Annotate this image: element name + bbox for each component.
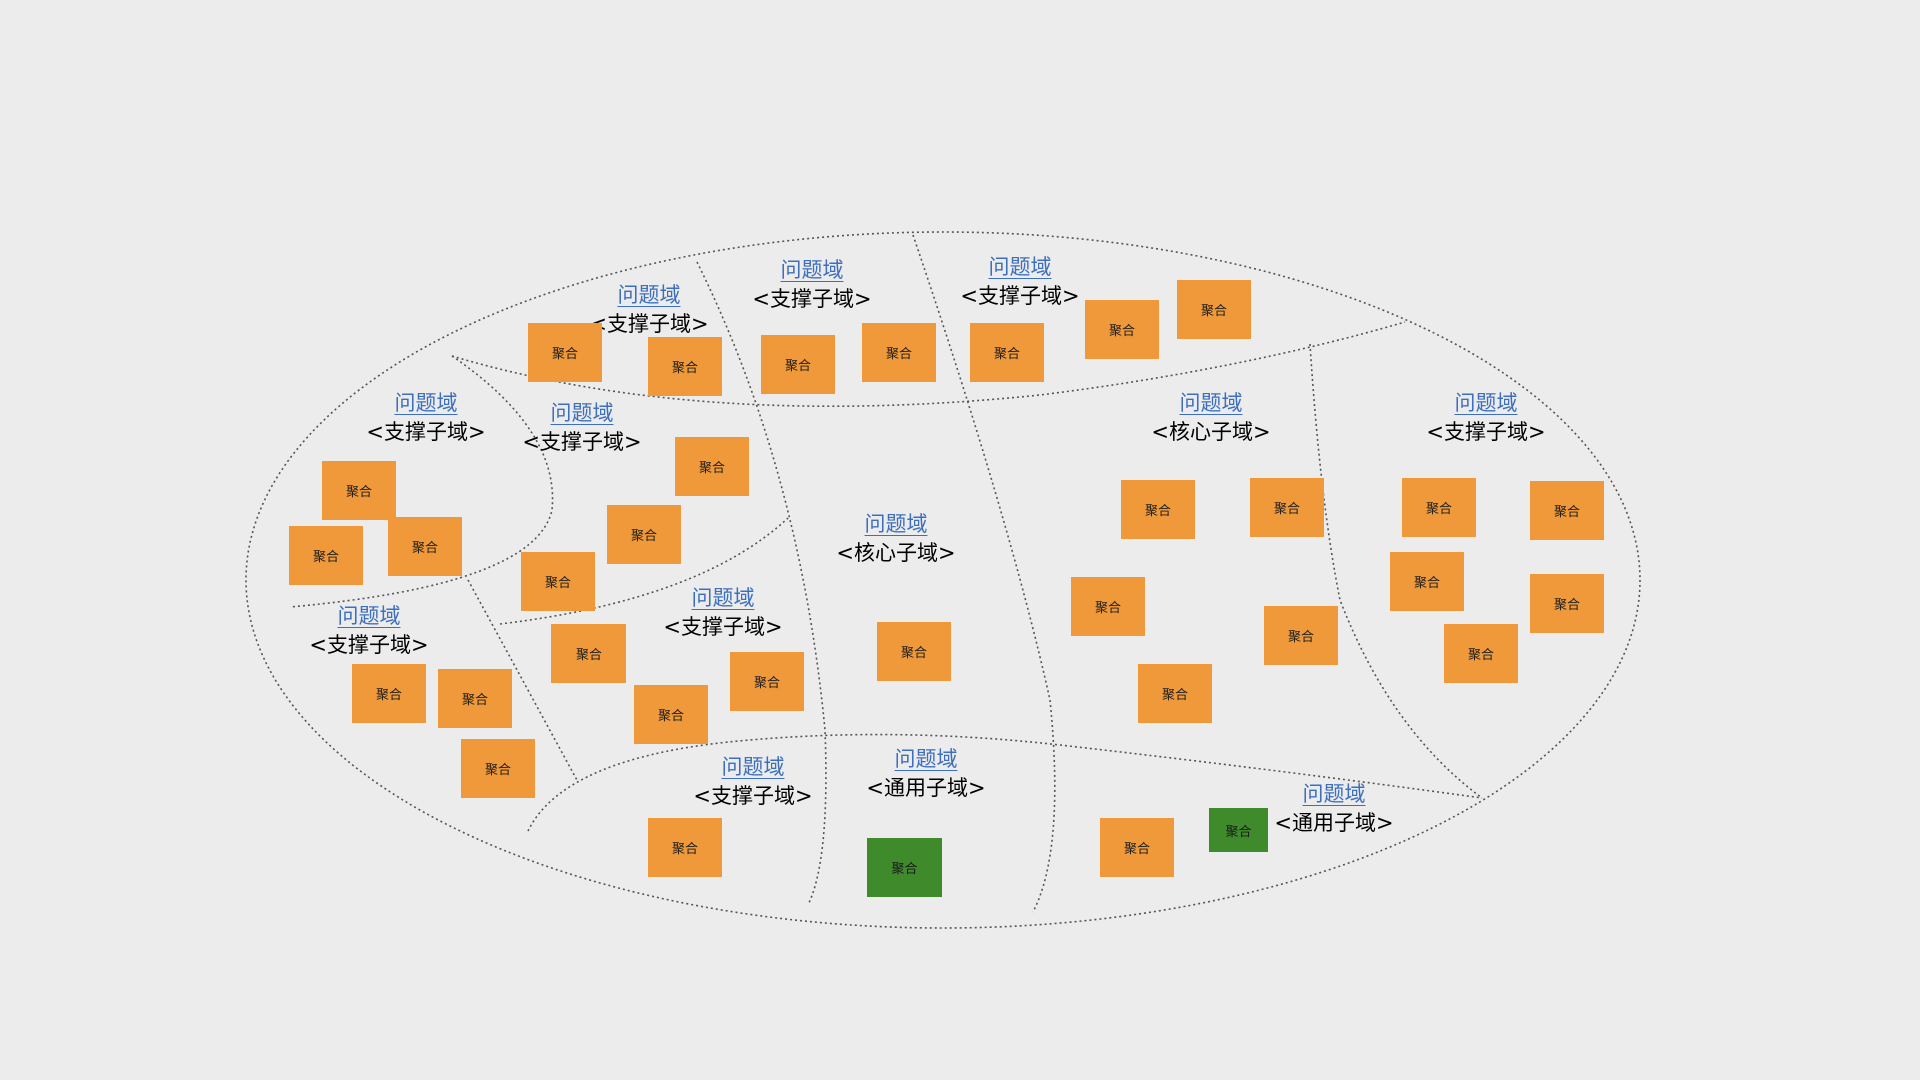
boundary-bottom-band — [527, 733, 1483, 832]
domain-title: 问题域 — [550, 401, 614, 425]
domain-type: <支撑子域> — [589, 312, 709, 336]
domain-title: 问题域 — [864, 512, 928, 536]
aggregate-box[interactable]: 聚合 — [388, 517, 462, 576]
domain-type: <支撑子域> — [309, 633, 429, 657]
domain-label: 问题域 <支撑子域> — [752, 260, 871, 310]
aggregate-box[interactable]: 聚合 — [528, 323, 602, 382]
domain-label: 问题域 <核心子域> — [1151, 393, 1270, 443]
aggregate-box[interactable]: 聚合 — [521, 552, 595, 611]
domain-title: 问题域 — [988, 255, 1052, 279]
aggregate-box[interactable]: 聚合 — [970, 323, 1044, 382]
aggregate-box[interactable]: 聚合 — [322, 461, 396, 520]
domain-type: <支撑子域> — [752, 287, 872, 311]
domain-label: 问题域 <支撑子域> — [366, 393, 485, 443]
aggregate-box[interactable]: 聚合 — [634, 685, 708, 744]
domain-type: <通用子域> — [866, 776, 986, 800]
boundary-left-mid — [467, 579, 579, 783]
domain-type: <核心子域> — [836, 541, 956, 565]
aggregate-box[interactable]: 聚合 — [730, 652, 804, 711]
domain-title: 问题域 — [337, 604, 401, 628]
domain-label: 问题域 <通用子域> — [1274, 784, 1393, 834]
aggregate-box[interactable]: 聚合 — [862, 323, 936, 382]
aggregate-box[interactable]: 聚合 — [1121, 480, 1195, 539]
domain-label: 问题域 <通用子域> — [866, 749, 985, 799]
aggregate-box[interactable]: 聚合 — [1071, 577, 1145, 636]
aggregate-box[interactable]: 聚合 — [1530, 481, 1604, 540]
domain-label: 问题域 <支撑子域> — [309, 606, 428, 656]
aggregate-box[interactable]: 聚合 — [1085, 300, 1159, 359]
boundary-right-divider — [1309, 343, 1483, 799]
domain-title: 问题域 — [1454, 391, 1518, 415]
aggregate-box[interactable]: 聚合 — [1100, 818, 1174, 877]
domain-title: 问题域 — [894, 747, 958, 771]
aggregate-box[interactable]: 聚合 — [1209, 808, 1268, 852]
aggregate-box[interactable]: 聚合 — [675, 437, 749, 496]
domain-type: <支撑子域> — [366, 420, 486, 444]
aggregate-box[interactable]: 聚合 — [461, 739, 535, 798]
boundary-top-divider-1 — [696, 261, 827, 906]
aggregate-box[interactable]: 聚合 — [1177, 280, 1251, 339]
domain-label: 问题域 <支撑子域> — [522, 403, 641, 453]
aggregate-box[interactable]: 聚合 — [1530, 574, 1604, 633]
aggregate-box[interactable]: 聚合 — [1444, 624, 1518, 683]
aggregate-box[interactable]: 聚合 — [1390, 552, 1464, 611]
aggregate-box[interactable]: 聚合 — [1250, 478, 1324, 537]
aggregate-box[interactable]: 聚合 — [438, 669, 512, 728]
boundary-left-arc — [289, 355, 554, 608]
aggregate-box[interactable]: 聚合 — [607, 505, 681, 564]
aggregate-box[interactable]: 聚合 — [761, 335, 835, 394]
aggregate-box[interactable]: 聚合 — [352, 664, 426, 723]
aggregate-box[interactable]: 聚合 — [552, 624, 626, 683]
domain-label: 问题域 <支撑子域> — [589, 285, 708, 335]
domain-type: <支撑子域> — [693, 784, 813, 808]
aggregate-box[interactable]: 聚合 — [1264, 606, 1338, 665]
domain-title: 问题域 — [780, 258, 844, 282]
domain-type: <支撑子域> — [522, 430, 642, 454]
aggregate-box[interactable]: 聚合 — [877, 622, 951, 681]
domain-label: 问题域 <支撑子域> — [960, 257, 1079, 307]
aggregate-box[interactable]: 聚合 — [648, 818, 722, 877]
domain-title: 问题域 — [691, 586, 755, 610]
aggregate-box[interactable]: 聚合 — [648, 337, 722, 396]
aggregate-box[interactable]: 聚合 — [1138, 664, 1212, 723]
domain-type: <通用子域> — [1274, 811, 1394, 835]
domain-label: 问题域 <支撑子域> — [693, 757, 812, 807]
domain-type: <核心子域> — [1151, 420, 1271, 444]
domain-title: 问题域 — [721, 755, 785, 779]
domain-type: <支撑子域> — [663, 615, 783, 639]
aggregate-box[interactable]: 聚合 — [289, 526, 363, 585]
aggregate-box[interactable]: 聚合 — [1402, 478, 1476, 537]
domain-type: <支撑子域> — [960, 284, 1080, 308]
domain-label: 问题域 <支撑子域> — [1426, 393, 1545, 443]
domain-title: 问题域 — [617, 283, 681, 307]
domain-title: 问题域 — [394, 391, 458, 415]
domain-title: 问题域 — [1179, 391, 1243, 415]
problem-space-ellipse — [245, 231, 1641, 929]
domain-type: <支撑子域> — [1426, 420, 1546, 444]
domain-title: 问题域 — [1302, 782, 1366, 806]
aggregate-box[interactable]: 聚合 — [867, 838, 942, 897]
domain-label: 问题域 <支撑子域> — [663, 588, 782, 638]
boundary-mid-curve — [499, 517, 789, 625]
domain-label: 问题域 <核心子域> — [836, 514, 955, 564]
